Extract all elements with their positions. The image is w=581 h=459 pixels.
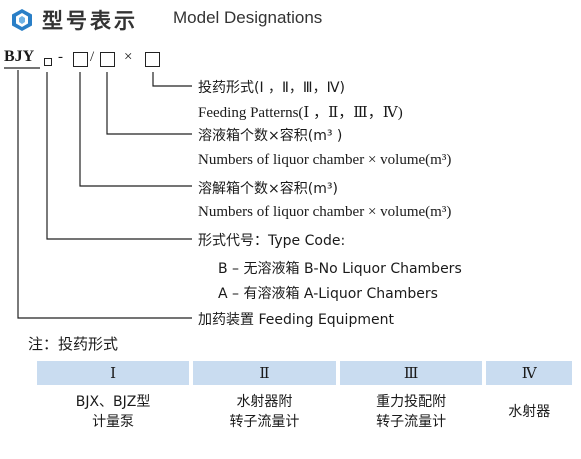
table-row: BJX、BJZ型 计量泵 水射器附 转子流量计 重力投配附 转子流量计 水射器 [37, 385, 572, 437]
code-box-type [44, 58, 52, 66]
title-english: Model Designations [173, 8, 323, 27]
table-header-cell: Ⅲ [339, 361, 483, 385]
code-box-dissolve [73, 52, 88, 67]
dissolve-chamber-cn: 溶解箱个数×容积(m³) [198, 181, 338, 197]
code-box-feeding [145, 52, 160, 67]
cell-line: 水射器 [508, 404, 551, 420]
table-header-cell: Ⅱ [193, 361, 336, 385]
feeding-pattern-en: Feeding Patterns(Ⅰ ，Ⅱ，Ⅲ，Ⅳ) [198, 105, 403, 121]
model-prefix: BJY [4, 48, 35, 65]
title-chinese: 型号表示 [42, 10, 138, 33]
cell-line: 转子流量计 [229, 414, 300, 430]
type-code-a: A – 有溶液箱 A-Liquor Chambers [218, 286, 438, 302]
feeding-pattern-cn: 投药形式(Ⅰ ，Ⅱ，Ⅲ，Ⅳ) [198, 80, 345, 96]
liquor-chamber-en: Numbers of liquor chamber × volume(m³) [198, 152, 452, 168]
table-header-row: Ⅰ Ⅱ Ⅲ Ⅳ [37, 361, 572, 385]
feeding-equipment: 加药装置 Feeding Equipment [198, 312, 394, 328]
table-header-cell: Ⅰ [37, 361, 190, 385]
type-code-label: 形式代号：Type Code: [198, 233, 346, 249]
table-cell: 水射器附 转子流量计 [193, 385, 336, 437]
table-cell: 重力投配附 转子流量计 [340, 385, 483, 437]
cell-line: 重力投配附 [376, 394, 447, 410]
liquor-chamber-cn: 溶液箱个数×容积(m³ ) [198, 128, 343, 144]
cell-line: BJX、BJZ型 [75, 394, 151, 410]
code-times: × [124, 49, 133, 65]
feeding-pattern-table: Ⅰ Ⅱ Ⅲ Ⅳ BJX、BJZ型 计量泵 水射器附 转子流量计 重力投配附 转子… [33, 361, 576, 437]
cell-line: 转子流量计 [376, 414, 447, 430]
cell-line: 计量泵 [92, 414, 135, 430]
type-code-b: B – 无溶液箱 B-No Liquor Chambers [218, 261, 462, 277]
code-slash: / [90, 49, 95, 65]
table-header-cell: Ⅳ [486, 361, 572, 385]
cell-line: 水射器附 [236, 394, 293, 410]
table-cell: 水射器 [486, 385, 572, 437]
dissolve-chamber-en: Numbers of liquor chamber × volume(m³) [198, 204, 452, 220]
blue-hex-logo-icon [12, 9, 32, 31]
note-feeding-pattern: 注：投药形式 [28, 335, 119, 353]
table-cell: BJX、BJZ型 计量泵 [37, 385, 189, 437]
code-box-liquor [100, 52, 115, 67]
code-dash: - [58, 49, 63, 65]
